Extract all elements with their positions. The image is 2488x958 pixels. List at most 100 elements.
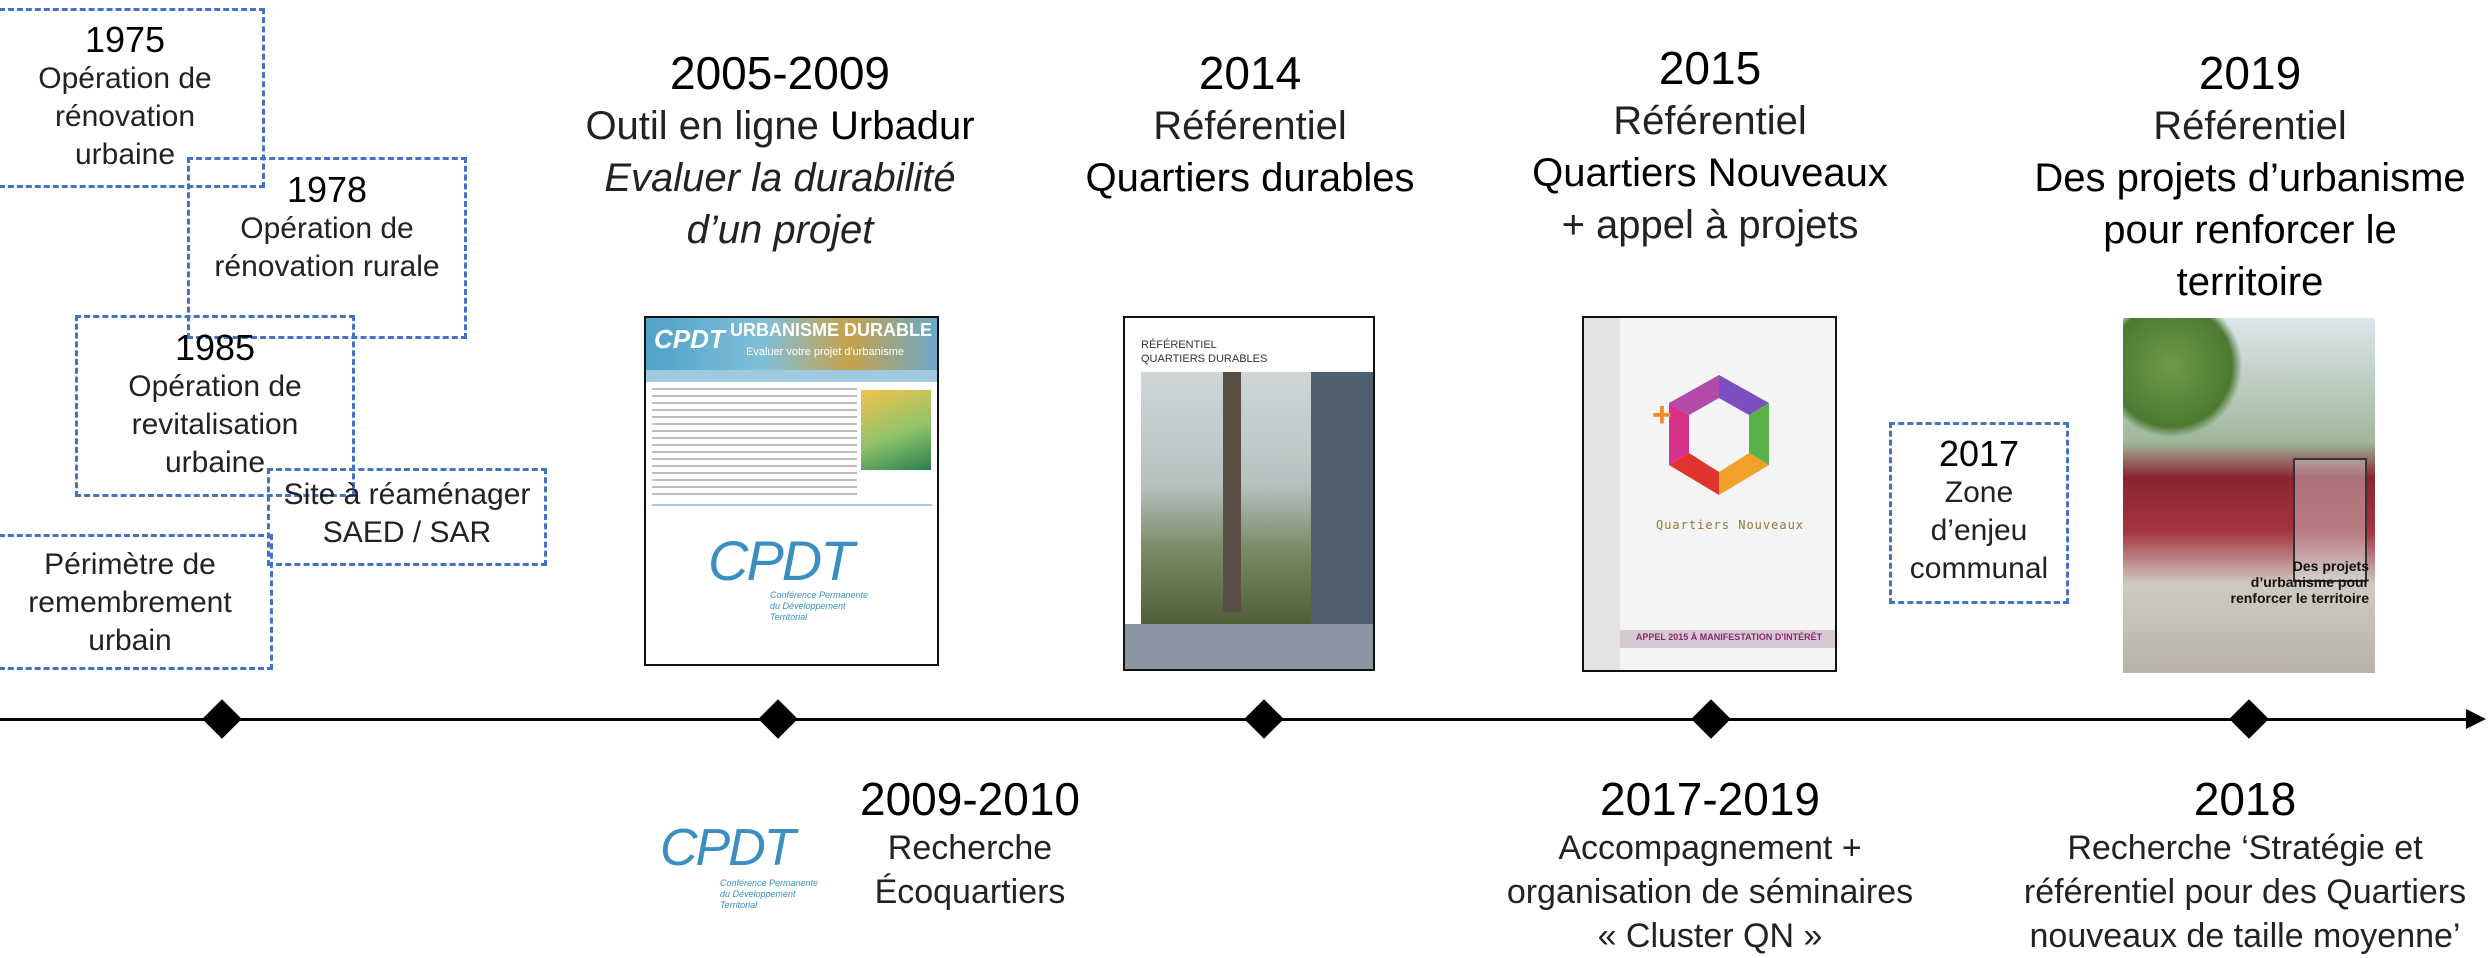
- milestone-line: nouveaux de taille moyenne’: [2029, 917, 2461, 955]
- urbadur-banner-logo: CPDT: [654, 324, 725, 354]
- box-2017-text: 2017 Zone d’enjeu communal: [1889, 434, 2069, 588]
- box-2017-line: Zone: [1944, 476, 2014, 509]
- p2019-cover-line: renforcer le territoire: [2230, 590, 2370, 606]
- projets-2019-cover: Des projets d’urbanisme pour renforcer l…: [2123, 318, 2375, 673]
- quartiers-nouveaux-cover: + Quartiers Nouveaux APPEL 2015 À MANIFE…: [1582, 316, 1837, 672]
- p2019-cover-line: d’urbanisme pour: [2250, 574, 2369, 590]
- milestone-line: d’un projet: [686, 208, 874, 252]
- milestone-prefix: Outil en ligne: [585, 104, 831, 148]
- milestone-year: 2018: [2193, 773, 2297, 825]
- milestone-line: + appel à projets: [1561, 203, 1859, 247]
- box-remembrement-line: urbain: [88, 624, 172, 657]
- urbadur-text-block: [652, 388, 857, 498]
- milestone-year: 2019: [2198, 47, 2302, 99]
- urbadur-caption-line: Territorial: [770, 612, 808, 622]
- urbadur-caption-line: Conférence Permanente: [770, 590, 869, 600]
- milestone-line: Evaluer la durabilité: [604, 156, 956, 200]
- bottom-cpdt-caption-line: Territorial: [720, 900, 758, 910]
- box-1975-line: rénovation: [54, 100, 196, 133]
- box-remembrement-text: Périmètre de remembrement urbain: [0, 546, 265, 660]
- box-1985: [75, 315, 355, 497]
- milestone-2018: 2018 Recherche ‘Stratégie et référentiel…: [2010, 772, 2480, 958]
- milestone-line: référentiel pour des Quartiers: [2023, 873, 2467, 911]
- p2019-cover-line: Des projets: [2292, 558, 2369, 574]
- p2019-cover-text: Des projets d’urbanisme pour renforcer l…: [2231, 558, 2370, 606]
- milestone-line: Référentiel: [1613, 99, 1807, 143]
- qd-bottom-bar: [1125, 624, 1373, 669]
- timeline-marker: [1691, 699, 1731, 739]
- p2019-greenhouse: [2293, 458, 2367, 582]
- qd-side-panel: [1311, 372, 1373, 624]
- urbadur-banner-title: URBANISME DURABLE: [730, 320, 932, 340]
- milestone-year: 2015: [1658, 42, 1762, 94]
- box-1985-line: Opération de: [128, 370, 302, 403]
- qn-logo-segment: [1669, 375, 1719, 415]
- qn-logo-segment: [1719, 453, 1769, 495]
- box-2017: [1889, 422, 2069, 604]
- timeline-marker: [2229, 699, 2269, 739]
- milestone-line: Quartiers durables: [1085, 156, 1415, 200]
- urbadur-logo-caption: Conférence Permanente du Développement T…: [770, 590, 868, 623]
- box-saed-line: Site à réaménager: [283, 478, 531, 511]
- qn-left-strip: [1584, 318, 1620, 670]
- box-1975-line: Opération de: [38, 62, 212, 95]
- urbadur-illustration: [861, 390, 931, 470]
- box-1985-line: urbaine: [164, 446, 266, 479]
- timeline-axis: [0, 718, 2470, 721]
- box-1985-text: 1985 Opération de revitalisation urbaine: [75, 328, 355, 482]
- urbadur-banner-sub: Evaluer votre projet d'urbanisme: [746, 346, 905, 358]
- milestone-2019: 2019 Référentiel Des projets d’urbanisme…: [2020, 46, 2480, 308]
- urbadur-banner: CPDT URBANISME DURABLE Evaluer votre pro…: [646, 318, 937, 370]
- milestone-line: Accompagnement +: [1558, 829, 1862, 867]
- milestone-year: 2009-2010: [860, 773, 1080, 825]
- urbadur-screenshot: CPDT URBANISME DURABLE Evaluer votre pro…: [644, 316, 939, 666]
- box-1978-line: rénovation rurale: [214, 250, 440, 283]
- urbadur-logo: CPDT: [708, 529, 854, 592]
- milestone-2005-2009: 2005-2009 Outil en ligne Urbadur Evaluer…: [560, 46, 1000, 256]
- qd-title-line: RÉFÉRENTIEL: [1141, 339, 1217, 351]
- qn-plus-icon: +: [1652, 396, 1672, 434]
- qn-logo-segment: [1669, 453, 1719, 495]
- box-remembrement-line: remembrement: [28, 586, 232, 619]
- bottom-cpdt-caption: Conférence Permanente du Développement T…: [720, 878, 818, 911]
- milestone-line: Des projets d’urbanisme: [2034, 156, 2466, 200]
- box-saed-sar: [267, 468, 547, 566]
- qn-logo-segment: [1669, 403, 1689, 465]
- milestone-line: Recherche: [887, 829, 1053, 867]
- urbadur-footer-rule: [652, 504, 932, 506]
- box-2017-line: communal: [1909, 552, 2049, 585]
- box-1985-year: 1985: [174, 327, 256, 368]
- timeline-marker: [202, 699, 242, 739]
- milestone-2009-2010: 2009-2010 Recherche Écoquartiers: [840, 772, 1100, 914]
- p2019-foliage: [2123, 318, 2243, 438]
- milestone-line: « Cluster QN »: [1597, 917, 1823, 955]
- box-1978-text: 1978 Opération de rénovation rurale: [187, 170, 467, 286]
- qn-logo-icon: [1669, 375, 1769, 495]
- bottom-cpdt-logo-text: CPDT: [660, 819, 796, 877]
- box-1978-line: Opération de: [240, 212, 414, 245]
- milestone-2014: 2014 Référentiel Quartiers durables: [1060, 46, 1440, 204]
- box-1975-line: urbaine: [74, 138, 176, 171]
- qn-cover-bottom-text: APPEL 2015 À MANIFESTATION D'INTÉRÊT: [1635, 632, 1823, 642]
- milestone-line: Outil en ligne Urbadur: [560, 100, 1000, 152]
- bottom-cpdt-caption-line: du Développement: [720, 889, 796, 899]
- box-1975: [0, 8, 265, 188]
- milestone-line: Référentiel: [2153, 104, 2347, 148]
- bottom-cpdt-caption-line: Conférence Permanente: [720, 878, 819, 888]
- timeline-marker: [1244, 699, 1284, 739]
- box-1978-year: 1978: [286, 169, 368, 210]
- box-2017-year: 2017: [1938, 433, 2020, 474]
- qn-cover-name: Quartiers Nouveaux: [1655, 518, 1805, 532]
- bottom-cpdt-logo: CPDT Conférence Permanente du Développem…: [660, 820, 830, 920]
- urbadur-nav: [646, 370, 937, 382]
- milestone-line: territoire: [2176, 260, 2324, 304]
- timeline-marker: [758, 699, 798, 739]
- milestone-year: 2014: [1198, 47, 1302, 99]
- qd-tree: [1223, 372, 1241, 612]
- qn-logo-segment: [1719, 375, 1769, 415]
- box-remembrement: [0, 534, 273, 670]
- qd-cover-title: RÉFÉRENTIEL QUARTIERS DURABLES: [1141, 338, 1267, 366]
- box-saed-sar-text: Site à réaménager SAED / SAR: [267, 476, 547, 552]
- milestone-year: 2017-2019: [1600, 773, 1820, 825]
- urbadur-caption-line: du Développement: [770, 601, 846, 611]
